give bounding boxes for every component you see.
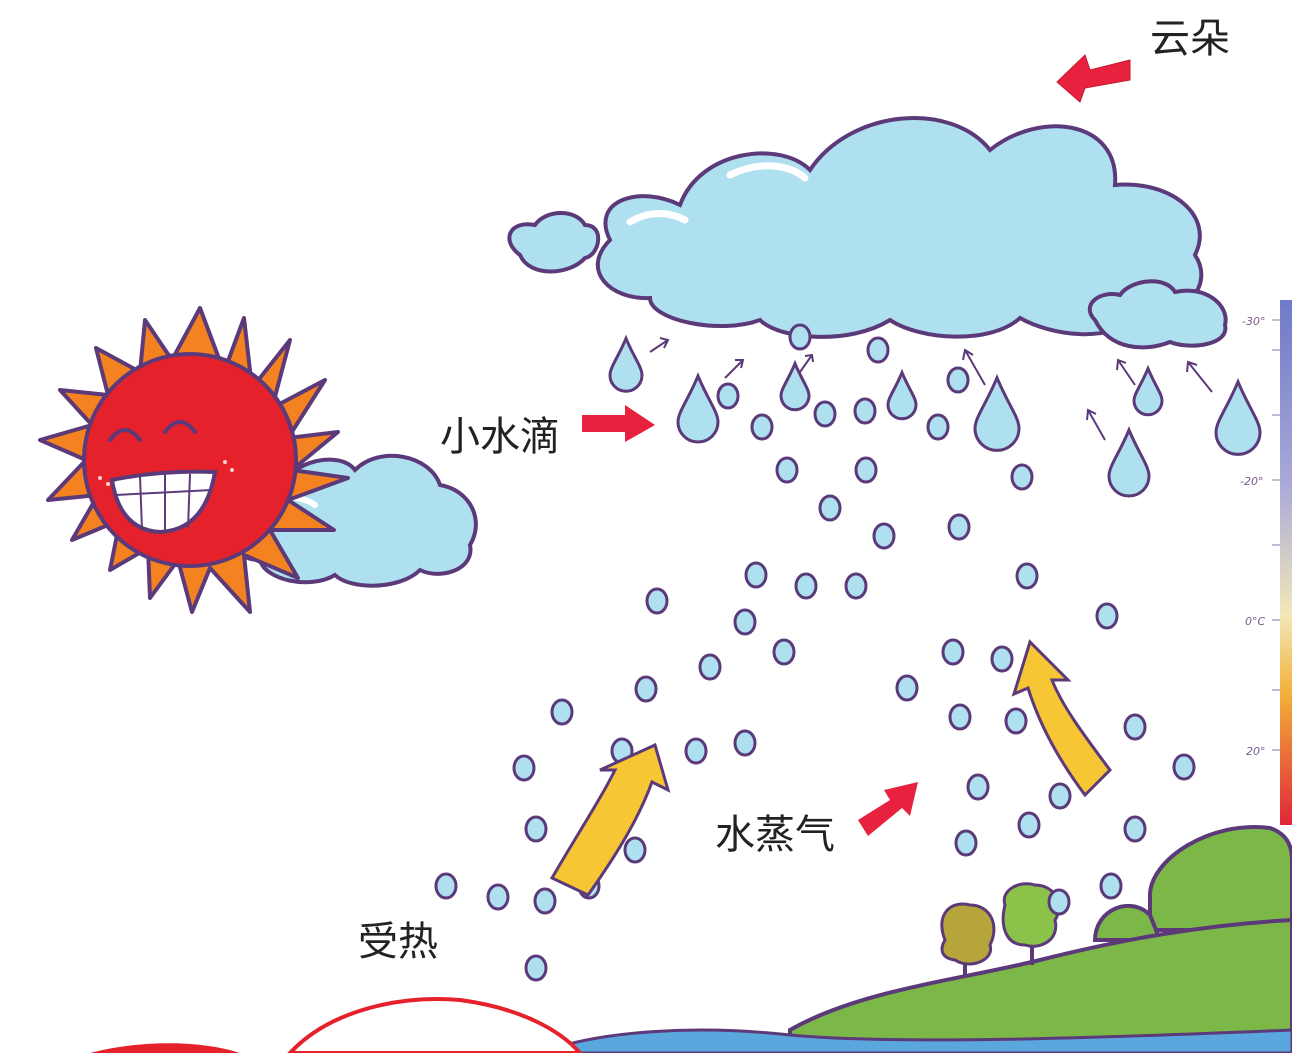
vapor-dot xyxy=(775,456,799,484)
vapor-dot xyxy=(434,872,458,900)
heated-label: 受热 xyxy=(358,919,438,965)
vapor-dot xyxy=(941,638,965,666)
vapor-dot xyxy=(524,815,548,843)
vapor-dot xyxy=(794,572,818,600)
vapor-dot xyxy=(512,754,536,782)
vapor-dot xyxy=(926,413,950,441)
vapor-dot xyxy=(733,608,757,636)
scale-tick-zero: 0°C xyxy=(1245,615,1265,628)
vapor-dot xyxy=(744,561,768,589)
thin-arrows xyxy=(649,337,1213,441)
vapor-dot xyxy=(1048,782,1072,810)
water-drop xyxy=(676,372,720,444)
water-droplets xyxy=(608,334,1262,498)
vapor-dot xyxy=(550,698,574,726)
vapor-dot xyxy=(813,400,837,428)
vapor-dot xyxy=(684,737,708,765)
cloud-label: 云朵 xyxy=(1150,16,1230,62)
temperature-scale: -30° -20° 0°C 20° xyxy=(1240,300,1292,825)
vapor-dot xyxy=(623,836,647,864)
vapor-dot xyxy=(854,456,878,484)
vapor-dot xyxy=(1047,888,1071,916)
water-drop xyxy=(608,334,644,393)
vapor-rise-arrow-right xyxy=(1011,639,1112,798)
vapor-dot xyxy=(716,382,740,410)
water-drop xyxy=(1214,377,1262,456)
vapor-dot xyxy=(844,572,868,600)
vapor-dot xyxy=(818,494,842,522)
vapor-dot xyxy=(486,883,510,911)
vapor-dot xyxy=(1172,753,1196,781)
vapor-rise-arrow-left xyxy=(549,742,671,897)
vapor-dot xyxy=(634,675,658,703)
vapor-dot xyxy=(1095,602,1119,630)
small-cloud-right xyxy=(1087,279,1228,350)
vapor-dot xyxy=(948,703,972,731)
ground xyxy=(90,824,1292,1053)
vapor-dot xyxy=(990,645,1014,673)
vapor-dot xyxy=(772,638,796,666)
scale-tick-minus-20: -20° xyxy=(1240,475,1263,488)
vapor-dot xyxy=(788,323,812,351)
vapor-pointer-arrow xyxy=(858,782,918,836)
vapor-dot xyxy=(645,587,669,615)
vapor-dot xyxy=(895,674,919,702)
vapor-dot xyxy=(733,729,757,757)
vapor-dot xyxy=(1017,811,1041,839)
main-cloud xyxy=(595,115,1204,339)
tree-right xyxy=(1001,882,1061,965)
vapor-dot xyxy=(698,653,722,681)
scale-tick-20: 20° xyxy=(1246,745,1266,758)
vapor-dot xyxy=(872,522,896,550)
droplet-pointer-arrow xyxy=(582,405,655,442)
vapor-dot xyxy=(750,413,774,441)
vapor-dot xyxy=(1010,463,1034,491)
vapor-dot xyxy=(1123,713,1147,741)
water-drop xyxy=(886,368,918,421)
vapor-dot xyxy=(524,954,548,982)
water-drop xyxy=(973,373,1021,452)
droplets-label: 小水滴 xyxy=(440,414,560,460)
water-drop xyxy=(1107,426,1151,498)
vapor-dot xyxy=(1123,815,1147,843)
vapor-dot xyxy=(533,887,557,915)
vapor-dot xyxy=(954,829,978,857)
vapor-dot xyxy=(1004,707,1028,735)
sun-icon xyxy=(38,306,350,614)
vapor-dot xyxy=(966,773,990,801)
water-drop xyxy=(1132,364,1164,417)
tree-left xyxy=(940,902,996,975)
vapor-dot xyxy=(853,397,877,425)
vapor-label: 水蒸气 xyxy=(715,812,835,858)
water-drop xyxy=(779,359,811,412)
vapor-dot xyxy=(1015,562,1039,590)
small-cloud-top-left xyxy=(507,211,601,274)
vapor-dot xyxy=(946,366,970,394)
scale-tick-minus-30: -30° xyxy=(1242,315,1265,328)
vapor-dot xyxy=(947,513,971,541)
cloud-pointer-arrow xyxy=(1056,54,1131,103)
vapor-dot xyxy=(866,336,890,364)
vapor-dot xyxy=(1099,872,1123,900)
